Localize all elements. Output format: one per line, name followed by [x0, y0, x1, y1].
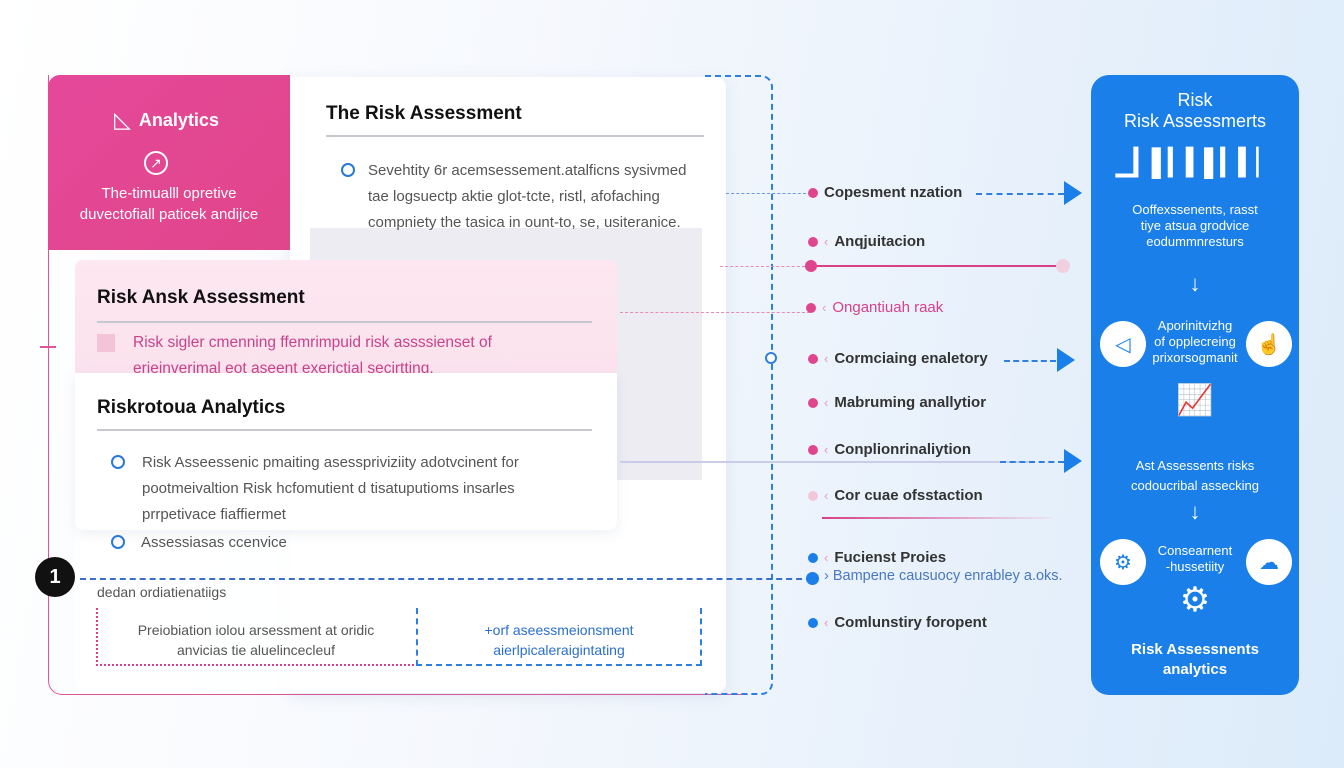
blue-dot-icon [806, 572, 819, 585]
divider [97, 429, 592, 431]
bullet-circle-icon [111, 535, 125, 549]
bullet-circle-icon [341, 163, 355, 177]
pink-dot-icon [808, 353, 818, 364]
arrow-right-icon [1064, 449, 1082, 473]
pink-card-title: Risk Ansk Assessment [97, 287, 305, 308]
pink-dot-icon [808, 397, 818, 408]
risk-assessment-card [75, 260, 617, 373]
bottom-label: dedan ordiatienatiigs [97, 584, 227, 600]
analytics-bullet-2: Assessiasas ccenvice [141, 534, 287, 551]
chevron-left-icon: ‹ [824, 488, 829, 503]
main-card-text: Sevehtity 6r acemsessement.atalficns sys… [368, 162, 687, 231]
dashed-arrow [976, 193, 1064, 195]
dashed-arrow [1004, 360, 1056, 362]
blue-dot-icon [808, 552, 818, 563]
flow-item[interactable]: Fucienst Proies [834, 549, 947, 566]
connector [720, 266, 810, 267]
analytics-section-title: Riskrotoua Analytics [97, 397, 286, 418]
blue-dashed-frame [705, 75, 773, 695]
pink-dot-icon [808, 236, 818, 247]
flow-item[interactable]: Anqjuitacion [834, 233, 926, 250]
connector-end [1056, 259, 1070, 273]
analytics-title: Analytics [138, 109, 219, 130]
square-bullet-icon [97, 334, 115, 352]
bullet-circle-icon [111, 455, 125, 469]
chevron-left-icon: ‹ [824, 234, 829, 249]
flow-item[interactable]: Mabruming anallytior [834, 394, 987, 411]
connector-line [822, 517, 1052, 519]
flow-item[interactable]: Cor cuae ofsstaction [834, 487, 983, 504]
hand-icon: ☝ [1246, 321, 1292, 367]
arrow-right-icon [1064, 181, 1082, 205]
connector-line [812, 265, 1057, 267]
main-card-title: The Risk Assessment [326, 103, 522, 124]
chevron-left-icon: ‹ [824, 442, 829, 457]
flow-item[interactable]: Conplionrinaliytion [834, 441, 971, 458]
analytics-logo-icon: ◺ [114, 107, 131, 132]
panel-block-4: Consearnent-hussetiity [1157, 543, 1233, 574]
dashed-arrow [1000, 461, 1064, 463]
dashed-connector [80, 578, 812, 580]
flow-item[interactable]: Comlunstiry foropent [834, 614, 987, 631]
chevron-left-icon: ‹ [824, 395, 829, 410]
analytics-bullet-1: Risk Asseessenic pmaiting asesspriviziit… [142, 454, 519, 523]
analytics-section-card [75, 373, 617, 530]
gear-icon: ⚙ [1179, 581, 1211, 619]
connector-line [620, 461, 1030, 463]
junction-node [765, 352, 777, 364]
arrow-down-icon: ↓ [1189, 271, 1201, 296]
pink-dot-icon [808, 490, 818, 501]
pink-dot-icon [806, 302, 816, 313]
flow-item-desc: › Bampene causuocy enrabley a.oks. [824, 568, 1063, 584]
pink-dot-icon [805, 260, 817, 272]
divider [326, 135, 704, 137]
pink-dot-icon [808, 444, 818, 455]
chevron-left-icon: ‹ [822, 300, 827, 315]
arrow-circle-icon: ↗ [144, 151, 168, 175]
pink-frame [48, 75, 748, 695]
megaphone-icon: ◁ [1100, 321, 1146, 367]
connector [726, 193, 806, 194]
arrow-down-icon: ↓ [1189, 499, 1201, 524]
tick-mark [40, 346, 56, 348]
flow-item[interactable]: Ongantiuah raak [832, 299, 944, 316]
chevron-left-icon: ‹ [824, 615, 829, 630]
blue-dot-icon [808, 617, 818, 628]
flow-item[interactable]: Cormciaing enaletory [834, 350, 988, 367]
connector [620, 312, 810, 313]
bar-chart-icon: ▁▎▌▎▍▌▎▍▏ [1115, 147, 1277, 177]
chevron-right-icon: › [824, 568, 833, 584]
chevron-left-icon: ‹ [824, 550, 829, 565]
gear-icon: ⚙ [1100, 539, 1146, 585]
flow-item[interactable]: Copesment nzation [824, 184, 963, 201]
pink-dot-icon [808, 187, 818, 198]
step-badge: 1 [35, 557, 75, 597]
growth-chart-icon: 📈 [1176, 384, 1214, 417]
divider [97, 321, 592, 323]
arrow-right-icon [1057, 348, 1075, 372]
pink-card-text: Risk sigler cmenning ffemrimpuid risk as… [133, 334, 492, 377]
chevron-left-icon: ‹ [824, 351, 829, 366]
cloud-icon: ☁ [1246, 539, 1292, 585]
